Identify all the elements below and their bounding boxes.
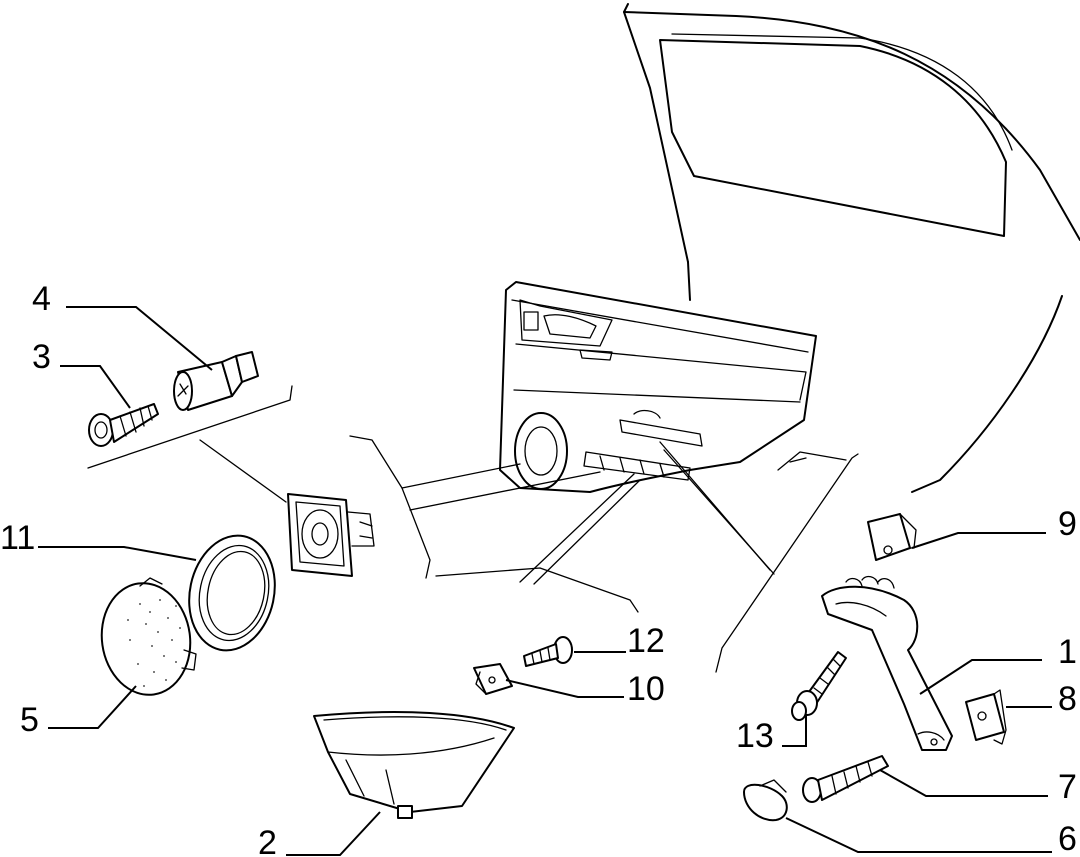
- callout-5: 5: [20, 701, 39, 739]
- part-10-clip: [473, 663, 513, 695]
- speaker: [287, 493, 375, 577]
- part-1-handle: [821, 575, 953, 751]
- pointer-lines: [87, 385, 859, 673]
- part-7-screw: [802, 755, 889, 803]
- callout-3: 3: [32, 338, 51, 376]
- part-13-screw: [791, 651, 847, 721]
- door-trim-panel: [499, 281, 817, 493]
- part-2-pocket: [313, 711, 515, 819]
- callout-12: 12: [627, 622, 665, 660]
- part-6-plug: [743, 779, 788, 822]
- callout-4: 4: [32, 280, 51, 318]
- part-12-screw: [523, 636, 573, 667]
- callout-7: 7: [1058, 768, 1077, 806]
- callout-9: 9: [1058, 505, 1077, 543]
- part-11-speaker-ring: [188, 534, 276, 652]
- callout-2: 2: [258, 824, 277, 857]
- callout-6: 6: [1058, 820, 1077, 857]
- callout-8: 8: [1058, 680, 1077, 718]
- part-9-clip: [867, 513, 917, 561]
- part-8-clip: [965, 689, 1007, 745]
- car-door-outline: [623, 3, 1080, 493]
- callout-1: 1: [1058, 633, 1077, 671]
- part-3-screw: [88, 403, 159, 447]
- leader-lines: [38, 306, 1052, 856]
- part-5-speaker-cover: [100, 577, 197, 696]
- callout-10: 10: [627, 670, 665, 708]
- part-4-bulb-holder: [173, 351, 259, 411]
- callout-11: 11: [0, 519, 36, 557]
- callout-13: 13: [736, 717, 774, 755]
